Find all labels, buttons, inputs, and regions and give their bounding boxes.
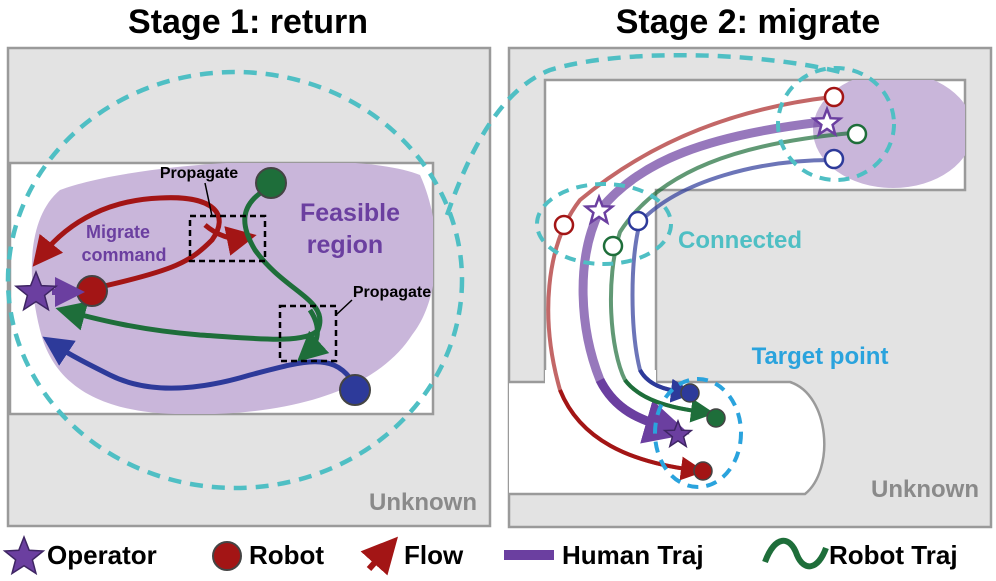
stage2-content: Connected Target point <box>535 66 896 489</box>
legend-robot-traj-label: Robot Traj <box>829 540 958 570</box>
legend-robot-icon <box>212 541 242 571</box>
range-connector <box>444 52 841 216</box>
stage2-unknown-label: Unknown <box>871 476 979 503</box>
start-cluster <box>776 66 896 182</box>
target-cluster <box>653 377 743 489</box>
legend-robot-label: Robot <box>249 540 324 570</box>
stage1-panel: Unknown Feasible region Migrate command … <box>5 46 492 528</box>
red-propagate-arrow <box>203 223 257 256</box>
target-operator-star-icon <box>662 418 694 449</box>
start-robot-red <box>823 86 845 108</box>
connected-label: Connected <box>678 227 802 254</box>
legend-operator-icon <box>2 534 46 576</box>
propagate-label-top: Propagate <box>160 165 238 182</box>
connected-robot-blue <box>627 210 649 232</box>
migrate-command-label-2: command <box>81 245 166 265</box>
feasible-region-shape <box>31 163 433 414</box>
stage1-title: Stage 1: return <box>128 3 368 41</box>
connected-robot-red <box>553 214 575 236</box>
stage2-panel: Unknown <box>507 46 993 529</box>
legend-robot-traj-icon <box>762 537 829 570</box>
legend-flow-label: Flow <box>404 540 464 570</box>
stage2-title: Stage 2: migrate <box>616 3 881 41</box>
propagate-label-mid: Propagate <box>353 284 431 301</box>
operator-star-icon <box>13 269 59 312</box>
legend: Operator Robot Flow Human Traj Robot Tra… <box>2 534 958 576</box>
start-operator-star-icon <box>810 105 844 138</box>
connected-cluster <box>535 182 673 266</box>
target-robot-blue <box>680 383 700 403</box>
connected-robot-green <box>602 235 624 257</box>
feasible-region-label-2: region <box>307 231 383 259</box>
start-robot-green <box>846 123 868 145</box>
legend-flow-icon <box>360 536 399 576</box>
robot-blue <box>339 374 371 406</box>
green-propagate-arrow <box>296 308 330 363</box>
legend-human-traj-label: Human Traj <box>562 540 704 570</box>
propagate-leader-top <box>204 182 213 217</box>
robot-red <box>76 275 108 307</box>
robot-green <box>255 167 287 199</box>
legend-operator-label: Operator <box>47 540 157 570</box>
feasible-region-label-1: Feasible <box>300 199 400 227</box>
stage2-corridor-lower <box>509 382 825 494</box>
target-point-label: Target point <box>752 343 889 370</box>
target-robot-red <box>693 461 713 481</box>
propagate-leader-mid <box>335 299 353 316</box>
migrate-command-label-1: Migrate <box>86 222 150 242</box>
stage1-range-circle <box>5 69 465 491</box>
target-robot-green <box>706 408 726 428</box>
propagate-box-mid <box>278 304 338 363</box>
connected-operator-star-icon <box>582 193 616 226</box>
start-robot-blue <box>823 148 845 170</box>
stage1-unknown-label: Unknown <box>369 489 477 516</box>
red-flow-arrow <box>32 195 222 290</box>
